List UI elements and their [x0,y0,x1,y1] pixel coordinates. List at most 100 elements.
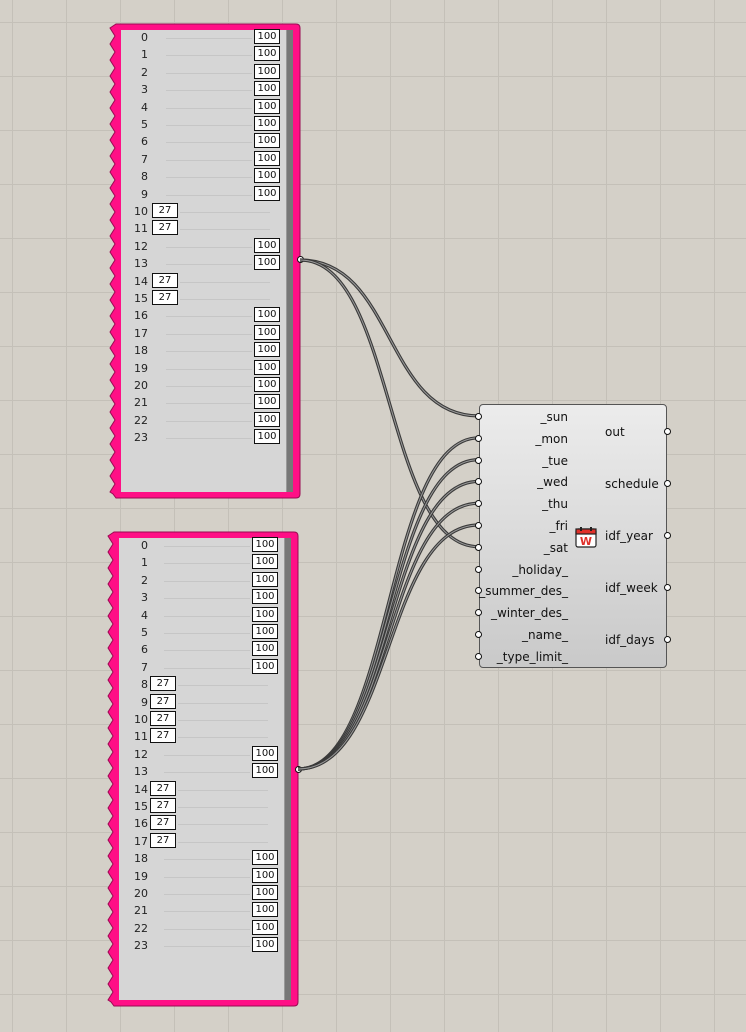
value-box[interactable]: 100 [254,116,280,131]
value-box[interactable]: 100 [254,98,280,114]
value-box[interactable]: 27 [150,693,176,709]
value-row: 11 27 [110,220,302,237]
value-box[interactable]: 27 [150,780,176,796]
value-box[interactable]: 100 [252,589,278,605]
value-box[interactable]: 27 [150,711,176,726]
input-grip[interactable] [475,543,482,551]
row-index: 15 [134,800,148,813]
input-grip[interactable] [475,478,482,486]
value-box[interactable]: 100 [254,81,280,97]
value-box[interactable]: 100 [254,394,280,410]
input-grip[interactable] [475,413,482,420]
row-guide [178,824,268,826]
row-guide [166,125,252,126]
row-index: 1 [141,556,148,570]
value-box[interactable]: 100 [252,850,278,866]
schedule-component[interactable]: _sun_mon_tue_wed_thu_fri_sat_holiday__su… [475,404,671,668]
input-grip[interactable] [475,631,482,638]
value-box[interactable]: 27 [150,798,176,813]
value-box[interactable]: 100 [254,342,280,358]
value-box[interactable]: 100 [254,359,280,375]
value-box[interactable]: 100 [254,377,280,392]
graph-output-grip[interactable] [297,256,304,263]
row-index: 5 [141,626,148,639]
output-grip[interactable] [664,532,671,539]
value-box[interactable]: 27 [152,272,178,288]
value-box[interactable]: 100 [254,29,280,44]
output-grip[interactable] [664,480,671,487]
input-grip[interactable] [475,565,482,573]
output-grip[interactable] [664,428,671,435]
output-param-schedule: schedule [605,477,659,491]
input-grip[interactable] [475,652,482,660]
output-grip[interactable] [664,636,671,643]
value-box[interactable]: 27 [150,815,176,831]
value-box[interactable]: 100 [254,411,280,427]
value-box[interactable]: 100 [254,150,280,166]
row-index: 23 [134,939,148,953]
output-param-idf-year: idf_year [605,529,653,543]
value-box[interactable]: 100 [254,185,280,201]
value-box[interactable]: 100 [254,63,280,79]
graph-scrollbar[interactable] [286,30,293,492]
row-guide [164,928,250,930]
output-param-idf-days: idf_days [605,633,655,647]
row-index: 11 [134,222,148,236]
wire [299,258,480,549]
value-box[interactable]: 27 [150,728,176,744]
value-box[interactable]: 100 [254,168,280,184]
value-box[interactable]: 100 [254,255,280,271]
input-grip[interactable] [475,500,482,508]
value-box[interactable]: 100 [252,658,278,674]
input-grip[interactable] [475,587,482,595]
value-box[interactable]: 100 [252,537,278,552]
value-box[interactable]: 100 [254,307,280,323]
graph-output-grip[interactable] [295,766,302,773]
input-grip[interactable] [475,434,482,442]
value-box[interactable]: 100 [252,554,278,570]
value-box[interactable]: 100 [252,885,278,900]
input-param-name: _name_ [521,628,568,642]
value-box[interactable]: 100 [252,745,278,761]
value-box[interactable]: 100 [252,937,278,953]
value-box[interactable]: 100 [252,571,278,587]
row-guide [166,316,252,318]
input-grip[interactable] [475,609,482,617]
value-box[interactable]: 27 [152,203,178,218]
input-grip[interactable] [475,522,482,529]
value-box[interactable]: 27 [150,676,176,692]
input-param-thu: _thu [542,497,568,512]
wire [299,259,480,548]
value-box[interactable]: 100 [254,237,280,253]
graph-scrollbar[interactable] [284,538,291,1000]
value-box[interactable]: 100 [252,624,278,639]
value-box[interactable]: 100 [254,429,280,445]
value-box[interactable]: 100 [252,763,278,779]
row-guide [178,737,268,739]
value-box[interactable]: 100 [254,133,280,149]
value-box[interactable]: 100 [252,867,278,883]
value-box[interactable]: 100 [252,641,278,657]
value-box[interactable]: 27 [152,290,178,305]
value-box[interactable]: 100 [252,902,278,918]
value-box[interactable]: 100 [254,324,280,340]
output-grip[interactable] [664,584,671,591]
value-box[interactable]: 100 [252,919,278,935]
value-box[interactable]: 100 [254,46,280,62]
value-box[interactable]: 27 [150,832,176,848]
row-index: 14 [134,274,148,288]
value-box[interactable]: 100 [252,606,278,622]
value-box[interactable]: 27 [152,220,178,236]
input-grip[interactable] [475,456,482,464]
